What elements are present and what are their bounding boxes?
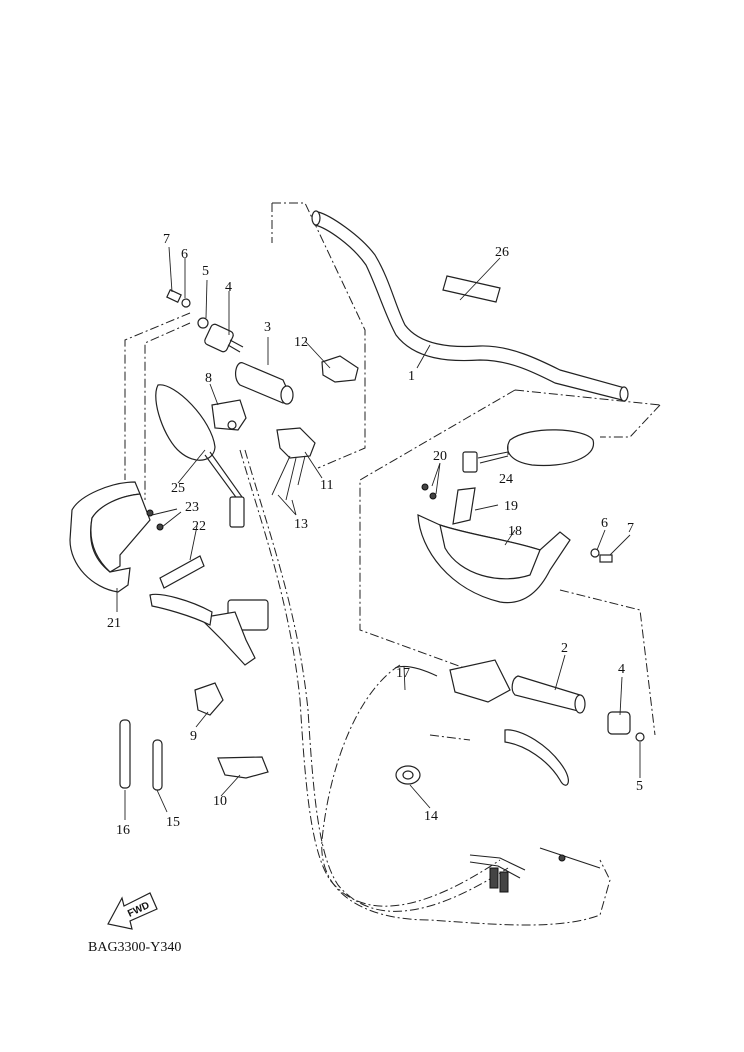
callout-1: 1: [408, 369, 415, 384]
callout-5-right: 5: [636, 779, 643, 794]
cable-clip-14: [395, 765, 421, 785]
left-mirror: [155, 384, 245, 528]
callout-6-right: 6: [601, 516, 608, 531]
callout-13: 13: [294, 517, 308, 532]
left-guard-bracket: [159, 555, 205, 589]
right-washer: [635, 732, 645, 742]
callout-11: 11: [320, 478, 333, 493]
right-bolt-7: [599, 554, 613, 563]
hose-17: [394, 665, 438, 677]
cable-clamp-9: [194, 682, 224, 716]
callout-22: 22: [192, 519, 206, 534]
band-15: [152, 739, 163, 791]
callout-4-left: 4: [225, 280, 232, 295]
right-hand-guard: [417, 514, 571, 604]
right-grip-end-weight: [607, 711, 631, 735]
callout-5-left: 5: [202, 264, 209, 279]
callout-16: 16: [116, 823, 130, 838]
callout-8: 8: [205, 371, 212, 386]
callout-25: 25: [171, 481, 185, 496]
right-guard-bracket: [452, 487, 476, 525]
leader-lines: [116, 246, 641, 820]
throttle-cable-route: [239, 449, 501, 907]
callout-18: 18: [508, 524, 522, 539]
callout-17: 17: [396, 666, 410, 681]
callout-4-right: 4: [618, 662, 625, 677]
clutch-cable-route: [244, 449, 509, 912]
handlebar-pad: [442, 275, 501, 303]
callout-24: 24: [499, 472, 513, 487]
figure-code: BAG3300-Y340: [88, 940, 181, 955]
upper-holder: [321, 355, 359, 383]
left-master-cylinder: [198, 599, 269, 666]
callout-7-left: 7: [163, 232, 170, 247]
callout-6-left: 6: [181, 247, 188, 262]
callout-21: 21: [107, 616, 121, 631]
left-grip: [234, 362, 294, 405]
callout-7-right: 7: [627, 521, 634, 536]
right-mirror: [462, 429, 594, 473]
handlebar-boundary-outline: [271, 202, 366, 469]
callout-9: 9: [190, 729, 197, 744]
callout-10: 10: [213, 794, 227, 809]
right-lever-boundary-outline: [429, 589, 656, 741]
left-switch: [211, 399, 247, 431]
forward-arrow-icon: FWD: [107, 892, 158, 930]
callout-2: 2: [561, 641, 568, 656]
left-bolt: [166, 289, 182, 303]
lower-holder: [276, 427, 316, 459]
callout-12: 12: [294, 335, 308, 350]
throttle-cable-return-route: [321, 664, 611, 926]
left-lever: [149, 593, 213, 626]
callout-19: 19: [504, 499, 518, 514]
left-hand-guard: [69, 481, 151, 593]
callout-26: 26: [495, 245, 509, 260]
band-16: [119, 719, 131, 789]
callout-3: 3: [264, 320, 271, 335]
callout-14: 14: [424, 809, 438, 824]
left-guard-bolt-a: [146, 509, 154, 517]
left-collar: [181, 298, 191, 308]
right-throttle-housing: [449, 659, 511, 703]
right-guard-bolt-a: [421, 483, 429, 491]
right-guard-bolt-b: [429, 492, 437, 500]
right-grip: [511, 675, 586, 714]
callout-20: 20: [433, 449, 447, 464]
right-hand-guard-boundary-outline: [359, 389, 661, 671]
right-washer-6: [590, 548, 600, 558]
left-hand-guard-boundary-outline: [124, 312, 191, 500]
cable-ends: [469, 847, 601, 893]
left-washer: [197, 317, 209, 329]
right-lever: [504, 729, 569, 786]
left-grip-end-weight: [204, 323, 244, 353]
handlebar: [311, 210, 629, 402]
callout-labels: 26 1 3 4 5 6 7 8 12 11 13 25 23 22 21 9 …: [107, 232, 643, 838]
callout-23: 23: [185, 500, 199, 515]
holder-bolts: [271, 455, 306, 501]
callout-15: 15: [166, 815, 180, 830]
left-guard-bolt-b: [156, 523, 164, 531]
cable-holder-10: [217, 756, 269, 779]
